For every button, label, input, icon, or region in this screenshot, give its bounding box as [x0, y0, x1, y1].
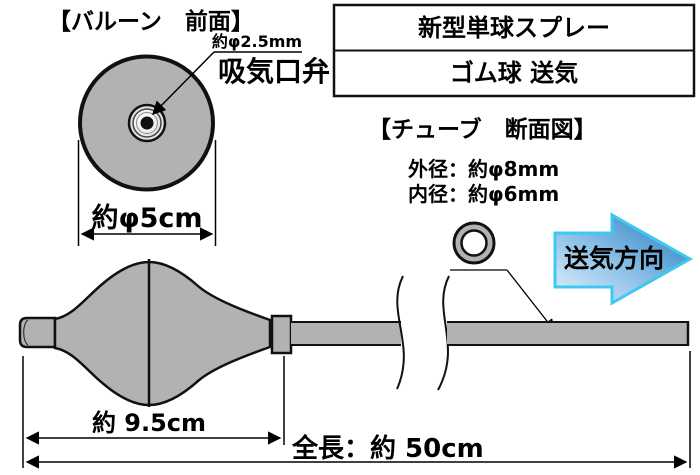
tube-right-fill: [447, 322, 688, 345]
break-squiggle-right: [437, 275, 450, 391]
valve-center-dot: [140, 116, 154, 130]
tube-outer-diameter-label: 外径：約φ8mm: [408, 157, 559, 181]
intake-valve: [127, 103, 167, 143]
balloon-diameter-label: 約φ5cm: [91, 202, 202, 234]
tube-left-fill: [291, 322, 401, 345]
valve-diameter-label: 約φ2.5mm: [212, 32, 302, 51]
nozzle-cap-arc: [23, 319, 29, 346]
flow-arrow-label: 送気方向: [564, 244, 664, 273]
tube-ring-inner: [460, 229, 488, 257]
tube-inner-diameter-label: 内径：約φ6mm: [408, 182, 559, 206]
tube-section-title: 【チューブ 断面図】: [368, 116, 597, 143]
balloon-front-view: 【バルーン 前面】 約φ2.5mm 吸気口弁 約φ5cm: [48, 8, 330, 246]
bulb-length-label: 約 9.5cm: [92, 409, 206, 437]
bulb-nozzle: [18, 316, 57, 349]
dimension-annotations: 約 9.5cm 全長：約 50cm: [22, 351, 691, 469]
tube-right-segment: [447, 321, 690, 346]
product-name: 新型単球スプレー: [418, 14, 610, 42]
valve-label: 吸気口弁: [218, 55, 330, 88]
break-squiggle-left: [396, 275, 405, 390]
bulb-body: [53, 260, 272, 407]
product-table: 新型単球スプレー ゴム球 送気: [332, 3, 696, 98]
product-type: ゴム球 送気: [450, 59, 578, 87]
bulb-collar: [270, 314, 293, 355]
valve-leader-line: [152, 51, 215, 115]
tube-left-segment: [291, 321, 401, 346]
flow-arrow-shape: [553, 212, 694, 306]
total-length-label: 全長：約 50cm: [291, 433, 484, 464]
bulb-side-view: [18, 259, 690, 407]
valve-inner-ring: [136, 112, 158, 134]
section-leader-arrow: [506, 269, 555, 331]
flow-direction-arrow: 送気方向: [553, 212, 694, 306]
tube-cross-section: 【チューブ 断面図】 外径：約φ8mm 内径：約φ6mm: [368, 116, 597, 331]
balloon-front-title: 【バルーン 前面】: [48, 8, 254, 35]
